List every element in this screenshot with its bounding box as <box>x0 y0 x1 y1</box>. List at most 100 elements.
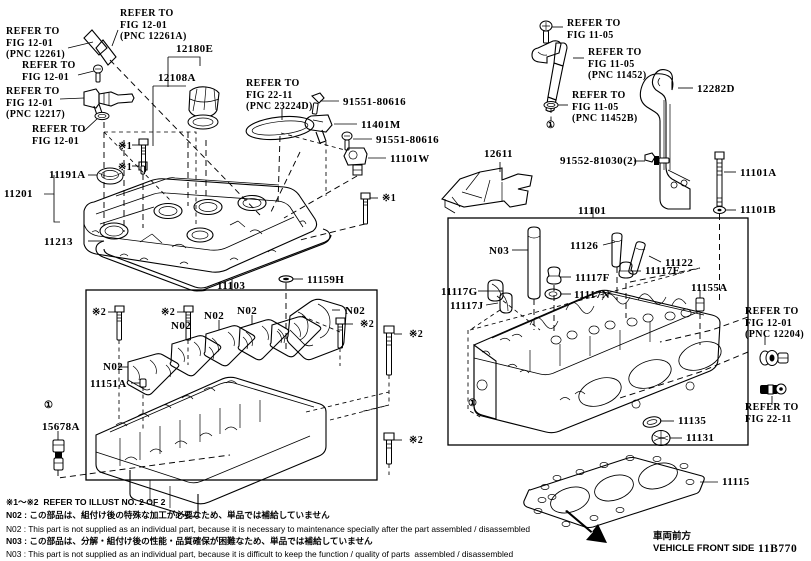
gasket-11213 <box>88 228 332 292</box>
bearing-cap-large <box>286 298 347 361</box>
vehicle-front-label-jp: 車両前方 <box>653 531 692 542</box>
assembly-dashes-upper-left <box>103 59 366 241</box>
footer-note-N02-en: N02 : This part is not supplied as an in… <box>6 524 531 534</box>
mark-2-b: ※2 <box>161 307 176 318</box>
mark-circle-1-top: ① <box>546 120 556 131</box>
bolt-mark2-3 <box>335 317 353 366</box>
seal-11117N <box>544 288 571 300</box>
cylinder-head-body <box>473 289 722 434</box>
callout-ref-12204: REFER TO FIG 12-01 (PNC 12204) <box>745 306 805 340</box>
seal-11117J <box>469 292 513 331</box>
dowel-11151A <box>131 378 147 430</box>
seal-11117F <box>546 266 571 335</box>
part-label-91551-80616-a: 91551-80616 <box>343 96 407 108</box>
part-label-11122: 11122 <box>665 257 694 269</box>
bearing-caps-group <box>52 275 402 518</box>
mark-n02-a: N02 <box>103 361 124 373</box>
part-11401M <box>304 92 357 144</box>
seal-ring-23224D <box>245 108 315 141</box>
bolt-91551-b <box>341 131 353 151</box>
callout-ref-1201-a: REFER TO FIG 12-01 <box>22 60 76 83</box>
bolt-mark1-right <box>360 192 378 225</box>
mark-2-e: ※2 <box>409 435 424 446</box>
mark-1-b: ※1 <box>118 162 133 173</box>
tube-N03 <box>512 226 541 330</box>
bolt-91551-a <box>311 92 325 115</box>
leaders-top-left <box>59 29 135 132</box>
mark-circle-1-left: ① <box>44 400 54 411</box>
part-label-11401M: 11401M <box>361 119 401 131</box>
bolt-mark2-5 <box>383 432 402 475</box>
group-box-11103 <box>85 289 378 481</box>
part-label-11191A: 11191A <box>49 169 86 181</box>
cylinder-head-cover <box>83 177 318 273</box>
mark-n02-e: N02 <box>345 305 366 317</box>
hanger-12282D <box>639 69 693 210</box>
mark-n02-b: N02 <box>171 320 192 332</box>
part-label-11117F: 11117F <box>575 272 610 284</box>
bolt-91552-81030 <box>634 152 670 165</box>
part-label-11101B: 11101B <box>740 204 777 216</box>
head-gasket-11115 <box>523 455 718 529</box>
ring-11191A <box>88 167 124 185</box>
bolt-mark2-2 <box>177 305 194 365</box>
head-bolt-11101A <box>713 151 736 300</box>
mark-1-a: ※1 <box>118 141 133 152</box>
seal-11117E <box>618 261 641 318</box>
callout-ref-12217: REFER TO FIG 12-01 (PNC 12217) <box>6 86 66 120</box>
footer-note-N02-jp: N02 : この部品は、組付け後の特殊な加工が必要なため、単品では補給していませ… <box>6 510 330 520</box>
mark-2-c: ※2 <box>360 319 375 330</box>
callout-ref-2211-r: REFER TO FIG 22-11 <box>745 402 799 425</box>
bolt-mark2-4 <box>359 325 402 413</box>
part-label-11201: 11201 <box>4 188 33 200</box>
part-label-91552-81030: 91552-81030(2) <box>560 155 638 167</box>
ignition-coil-11452 <box>531 20 584 126</box>
part-label-N03: N03 <box>489 245 510 257</box>
assembly-dashes-head <box>467 267 749 419</box>
part-label-12180E: 12180E <box>176 43 214 55</box>
plug-12204 <box>759 335 789 366</box>
part-label-11135: 11135 <box>678 415 707 427</box>
part-label-11115: 11115 <box>722 476 750 488</box>
part-12611 <box>441 162 533 214</box>
part-label-11101A: 11101A <box>740 167 777 179</box>
mark-2-d: ※2 <box>409 329 424 340</box>
bracket-11201 <box>44 175 60 223</box>
plug-2211 <box>760 383 787 405</box>
ring-11159H <box>278 275 303 350</box>
callout-ref-12261A: REFER TO FIG 12-01 (PNC 12261A) <box>120 8 187 42</box>
mark-n02-c: N02 <box>204 310 225 322</box>
plug-11155A <box>695 290 705 345</box>
bolt-small-1201 <box>93 64 103 83</box>
group-box-11101 <box>447 217 749 446</box>
bolt-mark2-1 <box>108 305 125 420</box>
footer-illust-note: ※1～※2 REFER TO ILLUST NO. 2 OF 2 <box>6 497 166 507</box>
part-11101W <box>341 131 386 176</box>
bolt-1105 <box>539 20 553 44</box>
mark-1-c: ※1 <box>382 193 397 204</box>
part-label-11101W: 11101W <box>390 153 430 165</box>
bearing-cap-rail-3 <box>203 320 256 367</box>
part-label-11117N: 11117N <box>574 289 611 301</box>
callout-ref-12261: REFER TO FIG 12-01 (PNC 12261) <box>6 26 66 60</box>
callout-ref-1201-b: REFER TO FIG 12-01 <box>32 124 86 147</box>
mark-circle-1-right: ① <box>468 398 478 409</box>
bearing-cap-rail-5 <box>269 316 322 358</box>
lower-head-casting <box>95 376 390 518</box>
figure-code: 11B770 <box>758 543 798 555</box>
part-11131 <box>651 429 682 447</box>
part-label-11103: 11103 <box>217 280 246 292</box>
part-15678A <box>52 431 231 479</box>
bearing-cap-rail-2 <box>169 330 222 377</box>
part-label-12108A: 12108A <box>158 72 196 84</box>
footer-note-N03-en: N03 : This part is not supplied as an in… <box>6 549 514 559</box>
part-label-11159H: 11159H <box>307 274 345 286</box>
part-label-11126: 11126 <box>570 240 599 252</box>
part-label-11155A: 11155A <box>691 282 728 294</box>
part-label-12282D: 12282D <box>697 83 735 95</box>
vehicle-front-label-en: VEHICLE FRONT SIDE <box>653 543 755 554</box>
part-label-11117J: 11117J <box>450 300 484 312</box>
callout-ref-1105-a: REFER TO FIG 11-05 <box>567 18 621 41</box>
part-label-15678A: 15678A <box>42 421 80 433</box>
